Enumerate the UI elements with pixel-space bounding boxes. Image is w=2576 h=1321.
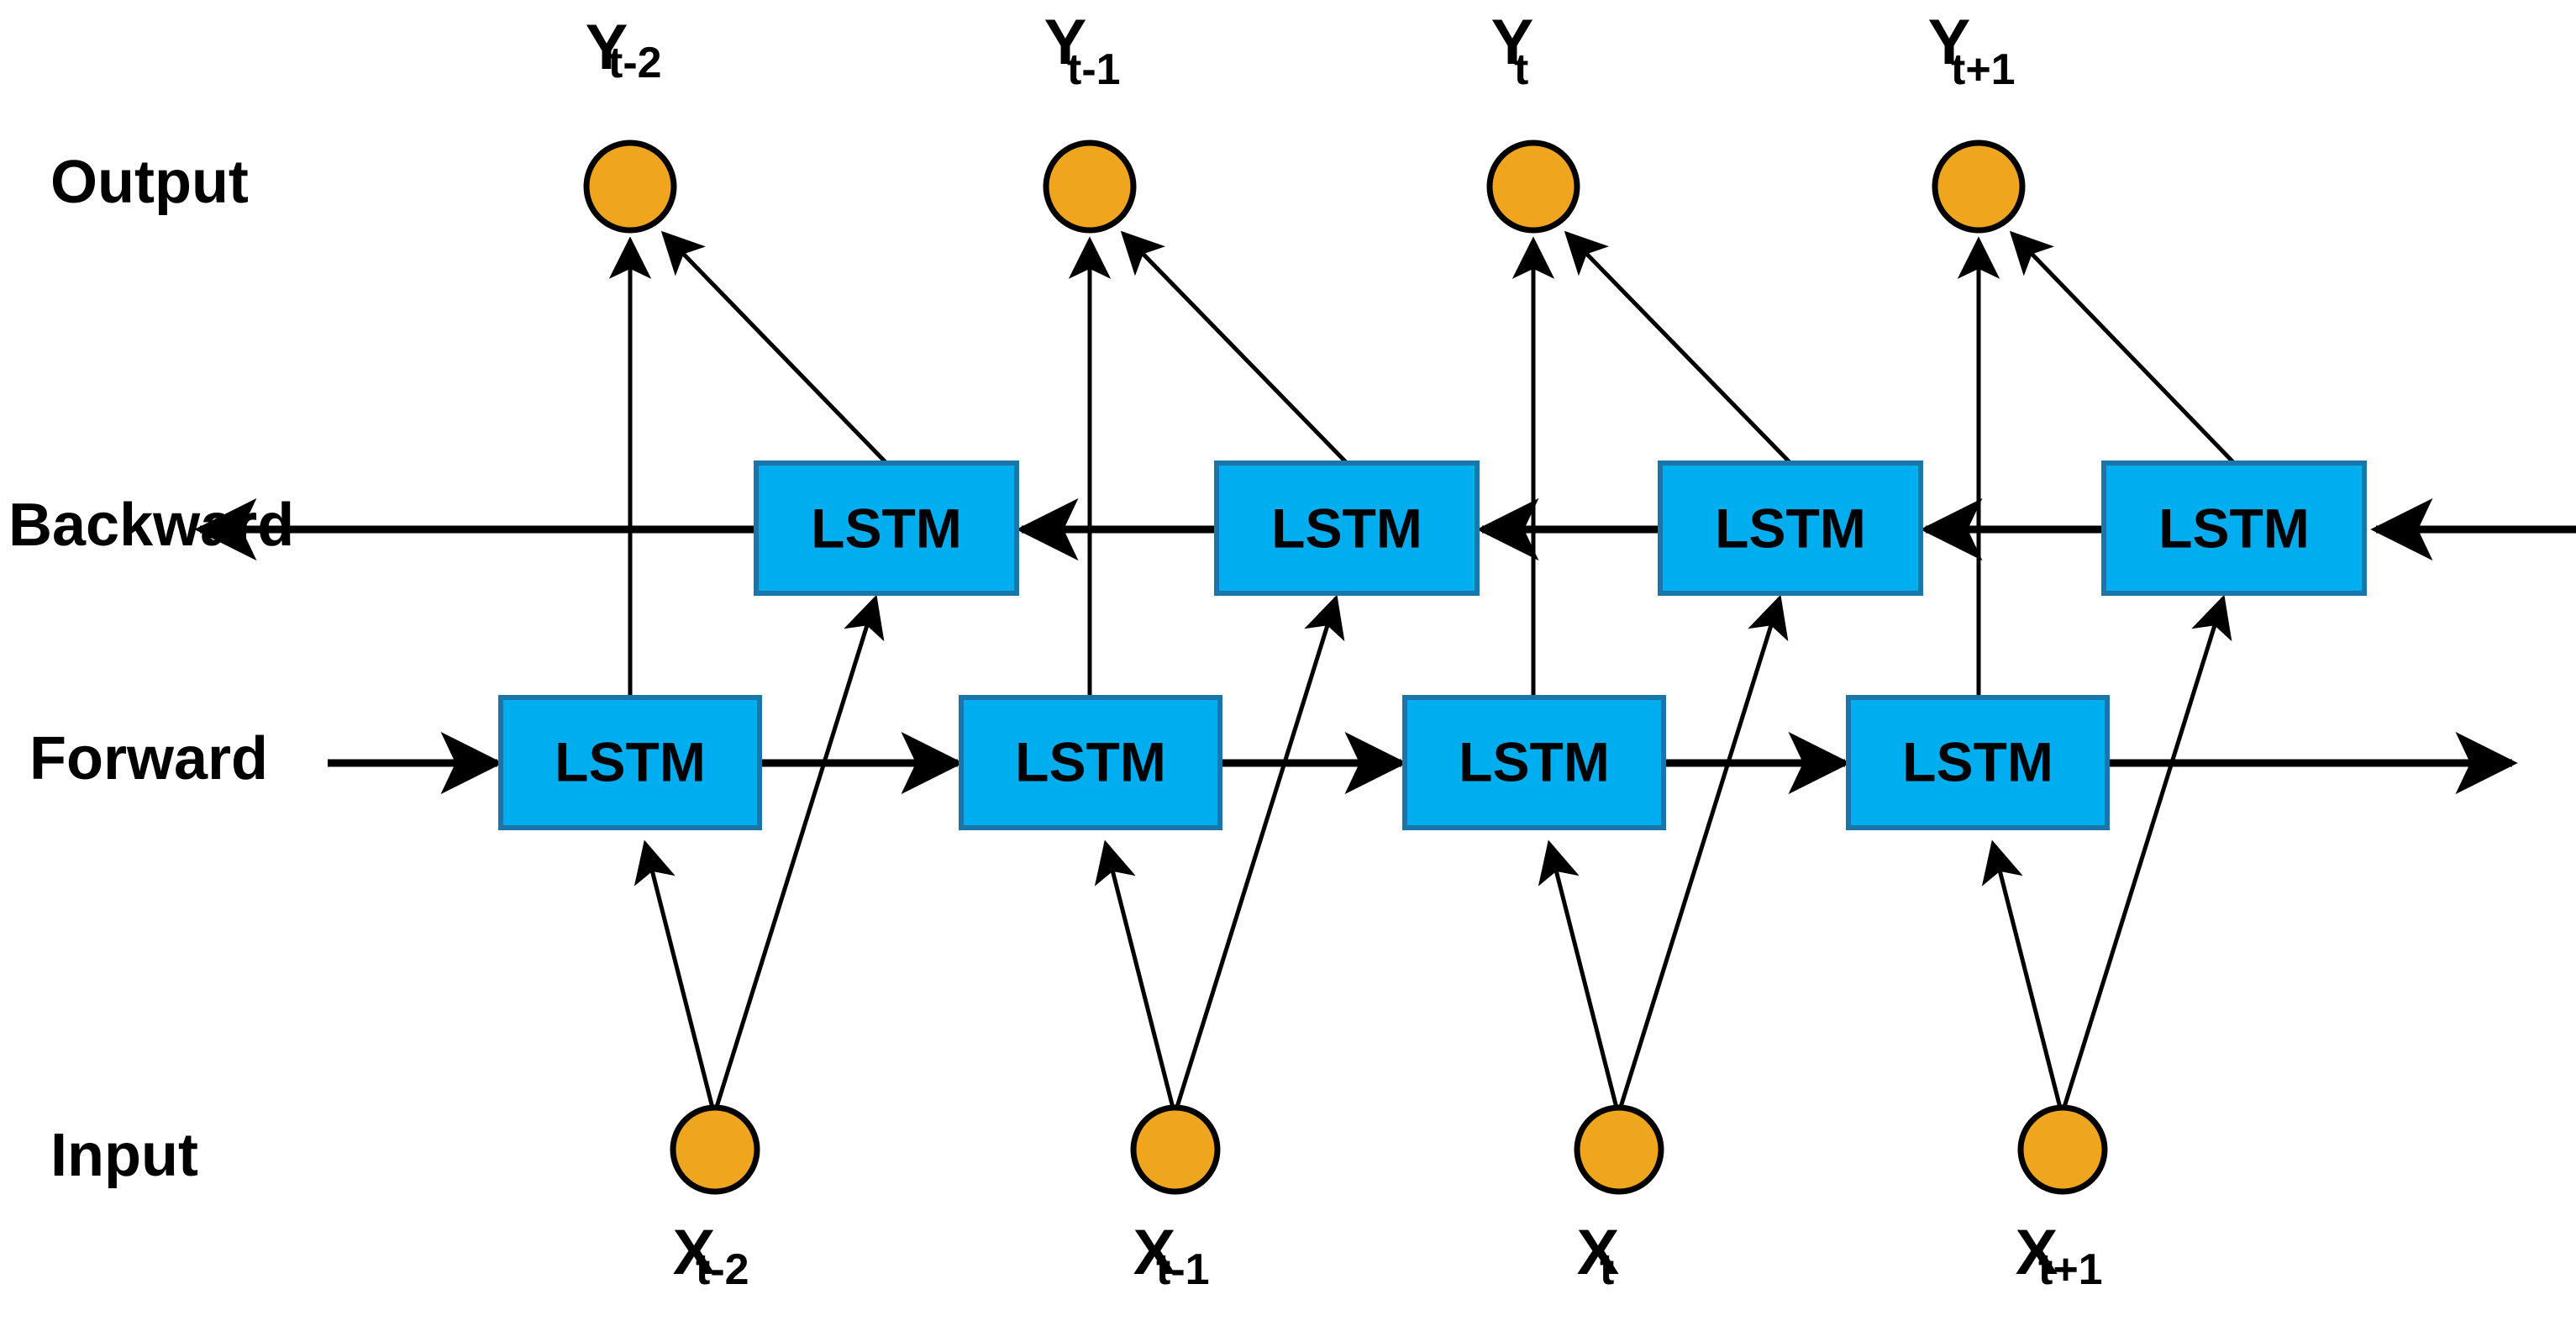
output-label-base-1: Y [1044, 7, 1087, 78]
input-label-base-3: X [2016, 1217, 2058, 1288]
edge-backward-to-output-2 [1564, 230, 1792, 465]
lstm-label-backward-0: LSTM [811, 497, 962, 559]
row-labels: Output Backward Forward Input [8, 149, 294, 1189]
lstm-label-backward-1: LSTM [1271, 497, 1422, 559]
input-node-3[interactable] [2017, 1104, 2108, 1195]
row-label-output: Output [50, 149, 249, 216]
input-label-3: X t+1 [2016, 1217, 2103, 1294]
edge-input-to-forward-3 [1981, 839, 2065, 1118]
forward-to-output-edges [608, 236, 2000, 697]
input-node-1[interactable] [1130, 1104, 1221, 1195]
input-label-sub-0: t-2 [696, 1245, 749, 1294]
input-label-base-0: X [673, 1217, 716, 1288]
input-label-0: X t-2 [673, 1217, 749, 1294]
input-labels: X t-2 X t-1 X t X t+1 [673, 1217, 2103, 1294]
lstm-cell-backward-1[interactable]: LSTM [1214, 461, 1480, 596]
lstm-label-forward-0: LSTM [555, 730, 706, 792]
input-label-2: X t [1577, 1217, 1620, 1294]
lstm-box-backward-2[interactable] [1658, 461, 1923, 596]
input-label-sub-3: t+1 [2038, 1245, 2103, 1294]
input-node-0[interactable] [670, 1104, 760, 1195]
input-label-base-1: X [1133, 1217, 1176, 1288]
lstm-box-backward-1[interactable] [1214, 461, 1480, 596]
lstm-box-forward-3[interactable] [1846, 695, 2110, 830]
lstm-label-forward-3: LSTM [1902, 730, 2053, 792]
row-label-forward: Forward [29, 725, 268, 792]
output-nodes [583, 139, 2026, 234]
edge-input-to-forward-2 [1538, 839, 1622, 1118]
output-node-0[interactable] [583, 139, 677, 234]
output-label-base-2: Y [1491, 7, 1534, 78]
lstm-label-forward-2: LSTM [1459, 730, 1610, 792]
lstm-cell-backward-3[interactable]: LSTM [2101, 461, 2367, 596]
backward-lstm-cells: LSTM LSTM LSTM LSTM [754, 461, 2367, 596]
lstm-box-forward-0[interactable] [498, 695, 762, 830]
edge-backward-to-output-1 [1120, 230, 1348, 465]
output-label-sub-0: t-2 [608, 39, 662, 87]
output-label-sub-2: t [1514, 45, 1528, 94]
output-label-base-3: Y [1928, 7, 1971, 78]
lstm-cell-backward-0[interactable]: LSTM [754, 461, 1019, 596]
input-to-forward-edges [633, 839, 2065, 1118]
edge-input-to-forward-0 [633, 839, 718, 1118]
edge-input-to-backward-3 [2058, 594, 2232, 1118]
row-label-backward: Backward [8, 492, 294, 559]
edge-backward-to-output-3 [2009, 230, 2236, 465]
lstm-cell-backward-2[interactable]: LSTM [1658, 461, 1923, 596]
edge-input-to-forward-1 [1094, 839, 1178, 1118]
input-to-backward-edges [711, 594, 2232, 1118]
backward-to-output-edges [660, 230, 2236, 465]
lstm-cell-forward-2[interactable]: LSTM [1402, 695, 1666, 830]
edge-input-to-backward-0 [711, 594, 885, 1118]
lstm-label-backward-2: LSTM [1715, 497, 1866, 559]
output-label-2: Y t [1491, 7, 1534, 94]
input-label-base-2: X [1577, 1217, 1620, 1288]
lstm-label-backward-3: LSTM [2158, 497, 2310, 559]
output-label-sub-1: t-1 [1067, 45, 1121, 94]
output-label-1: Y t-1 [1044, 7, 1121, 94]
output-label-3: Y t+1 [1928, 7, 2016, 94]
output-node-3[interactable] [1932, 139, 2026, 234]
lstm-label-forward-1: LSTM [1015, 730, 1166, 792]
lstm-box-backward-3[interactable] [2101, 461, 2367, 596]
output-label-sub-3: t+1 [1951, 45, 2016, 94]
output-labels: Y t-2 Y t-1 Y t Y t+1 [586, 7, 2016, 94]
lstm-cell-forward-3[interactable]: LSTM [1846, 695, 2110, 830]
lstm-box-forward-2[interactable] [1402, 695, 1666, 830]
lstm-box-backward-0[interactable] [754, 461, 1019, 596]
input-node-2[interactable] [1574, 1104, 1664, 1195]
input-label-1: X t-1 [1133, 1217, 1210, 1294]
output-label-0: Y t-2 [586, 12, 662, 87]
forward-lstm-cells: LSTM LSTM LSTM LSTM [498, 695, 2110, 830]
lstm-cell-forward-0[interactable]: LSTM [498, 695, 762, 830]
output-node-2[interactable] [1486, 139, 1580, 234]
edge-input-to-backward-2 [1615, 594, 1789, 1118]
row-label-input: Input [50, 1122, 198, 1189]
lstm-cell-forward-1[interactable]: LSTM [959, 695, 1222, 830]
input-label-sub-2: t [1600, 1245, 1614, 1294]
edge-input-to-backward-1 [1171, 594, 1345, 1118]
edge-backward-to-output-0 [660, 230, 888, 465]
input-nodes [670, 1104, 2108, 1195]
output-node-1[interactable] [1043, 139, 1137, 234]
lstm-box-forward-1[interactable] [959, 695, 1222, 830]
output-label-base-0: Y [586, 12, 628, 83]
input-label-sub-1: t-1 [1156, 1245, 1210, 1294]
